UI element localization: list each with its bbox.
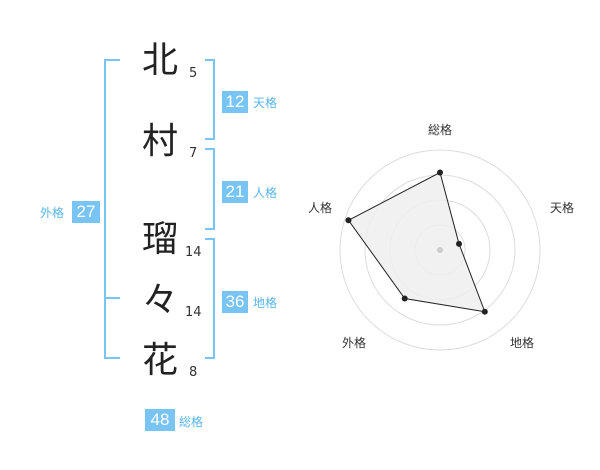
radar-point-1 bbox=[437, 169, 443, 176]
gaikaku-badge: 27 bbox=[72, 201, 100, 223]
stroke-count-1: 5 bbox=[189, 66, 198, 81]
tenkaku-label: 天格 bbox=[253, 96, 278, 110]
radar-axis-label-gaikaku: 外格 bbox=[342, 336, 367, 350]
gaikaku-bracket bbox=[104, 59, 120, 359]
stroke-count-2: 7 bbox=[189, 146, 198, 161]
jinkaku-badge: 21 bbox=[222, 181, 248, 203]
tenkaku-badge: 12 bbox=[222, 91, 248, 113]
radar-axis-label-chikaku: 地格 bbox=[510, 336, 535, 350]
jinkaku-bracket bbox=[205, 148, 215, 230]
radar-grid-ring-4 bbox=[339, 149, 541, 351]
soukaku-label: 総格 bbox=[179, 415, 204, 429]
radar-point-3 bbox=[481, 308, 488, 315]
radar-center-dot bbox=[437, 247, 443, 253]
chikaku-label: 地格 bbox=[253, 296, 278, 310]
name-char-5: 花 bbox=[141, 340, 178, 381]
chikaku-bracket bbox=[205, 238, 215, 359]
name-char-4: 々 bbox=[141, 280, 178, 321]
name-char-3: 瑠 bbox=[141, 219, 178, 260]
tenkaku-bracket bbox=[205, 59, 215, 140]
name-char-2: 村 bbox=[141, 121, 178, 162]
radar-axis-label-jinkaku: 人格 bbox=[308, 201, 333, 215]
radar-value-polygon bbox=[347, 171, 486, 313]
radar-point-2 bbox=[456, 240, 463, 247]
chikaku-badge: 36 bbox=[222, 291, 248, 313]
stroke-count-5: 8 bbox=[189, 365, 198, 380]
gaikaku-label: 外格 bbox=[40, 206, 65, 220]
name-char-1: 北 bbox=[141, 40, 178, 81]
soukaku-badge: 48 bbox=[145, 409, 175, 431]
jinkaku-label: 人格 bbox=[253, 186, 278, 200]
stroke-count-3: 14 bbox=[185, 245, 202, 260]
radar-point-5 bbox=[345, 217, 352, 224]
stroke-count-4: 14 bbox=[185, 305, 202, 320]
radar-axis-label-soukaku: 総格 bbox=[428, 123, 453, 137]
radar-point-4 bbox=[401, 295, 408, 302]
radar-axis-label-tenkaku: 天格 bbox=[550, 201, 575, 215]
